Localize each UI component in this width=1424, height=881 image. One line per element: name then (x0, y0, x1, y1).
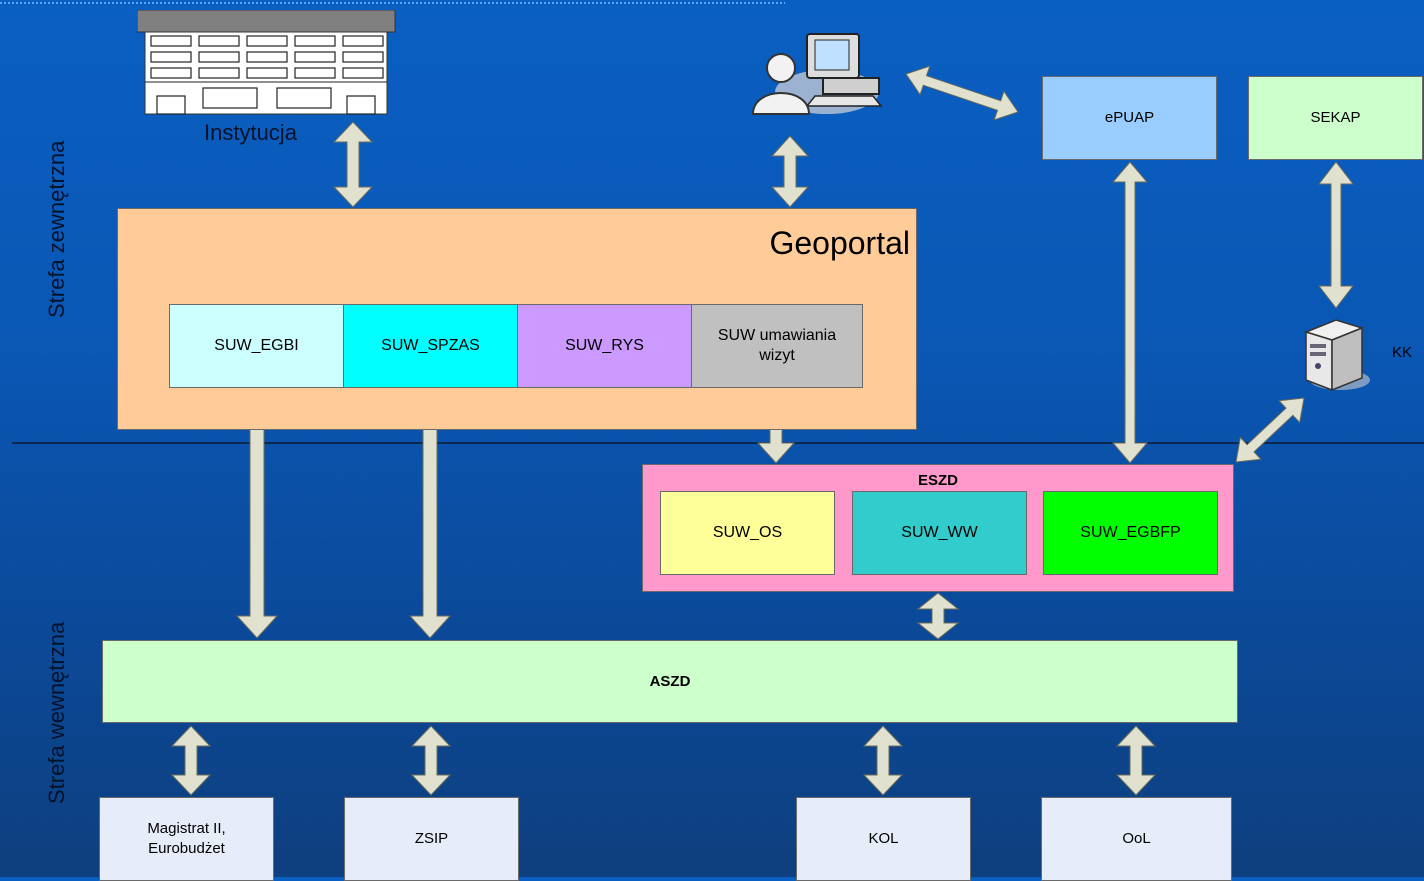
sekap-box: SEKAP (1248, 76, 1423, 160)
service-suw-egbi: SUW_EGBI (169, 304, 344, 388)
arrow-epuap-eszd (1111, 161, 1149, 464)
service-suw-ww: SUW_WW (852, 491, 1027, 575)
zone-label-internal: Strefa wewnętrzna (44, 621, 69, 804)
system-magistrat: Magistrat II, Eurobudżet (99, 797, 274, 881)
user-computer-icon (751, 33, 883, 115)
arrow-sekap-kk (1317, 161, 1355, 309)
service-suw-os: SUW_OS (660, 491, 835, 575)
service-suw-umawiania-wizyt: SUW umawiania wizyt (691, 304, 863, 388)
service-suw-spzas: SUW_SPZAS (343, 304, 518, 388)
system-zsip: ZSIP (344, 797, 519, 881)
server-icon (1303, 319, 1370, 392)
arrow-aszd-ool (1115, 725, 1157, 796)
service-suw-egbfp: SUW_EGBFP (1043, 491, 1218, 575)
system-ool: OoL (1041, 797, 1232, 881)
building-icon (137, 10, 396, 115)
eszd-title: ESZD (917, 472, 958, 489)
arrow-kk-eszd (1235, 397, 1305, 463)
institution-label: Instytucja (204, 120, 297, 145)
arrow-institution-geoportal (332, 121, 374, 208)
server-label: KK (1392, 344, 1413, 361)
aszd-box: ASZD (102, 640, 1238, 723)
system-kol: KOL (796, 797, 971, 881)
zone-label-external: Strefa zewnętrzna (44, 140, 69, 318)
geoportal-title: Geoportal (769, 225, 910, 261)
service-suw-rys: SUW_RYS (517, 304, 692, 388)
epuap-box: ePUAP (1042, 76, 1217, 160)
arrow-aszd-kol (862, 725, 904, 796)
arrow-aszd-zsip (410, 725, 452, 796)
arrow-user-epuap (905, 65, 1019, 121)
arrow-user-geoportal (770, 135, 810, 208)
arrow-eszd-aszd (916, 592, 960, 640)
arrow-aszd-magistrat (170, 725, 212, 796)
